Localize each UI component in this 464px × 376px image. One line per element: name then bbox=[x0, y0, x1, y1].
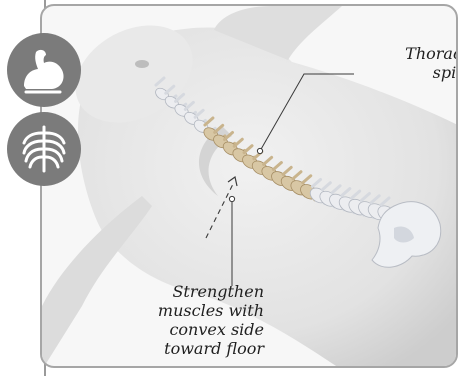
flexed-arm-icon bbox=[7, 33, 81, 107]
label-line: convex side bbox=[138, 320, 264, 339]
label-line: Thoracic bbox=[358, 44, 458, 63]
thoracic-leader bbox=[257, 74, 354, 154]
illustration-panel: Thoracic spine Strengthen muscles with c… bbox=[40, 4, 458, 368]
label-line: spine bbox=[358, 63, 458, 82]
label-line: Strengthen bbox=[138, 282, 264, 301]
label-line: toward floor bbox=[138, 339, 264, 358]
strengthen-muscles-label: Strengthen muscles with convex side towa… bbox=[138, 282, 264, 358]
ribcage-icon bbox=[7, 112, 81, 186]
thoracic-spine-label: Thoracic spine bbox=[358, 44, 458, 82]
strengthen-leader bbox=[229, 196, 234, 286]
label-line: muscles with bbox=[138, 301, 264, 320]
